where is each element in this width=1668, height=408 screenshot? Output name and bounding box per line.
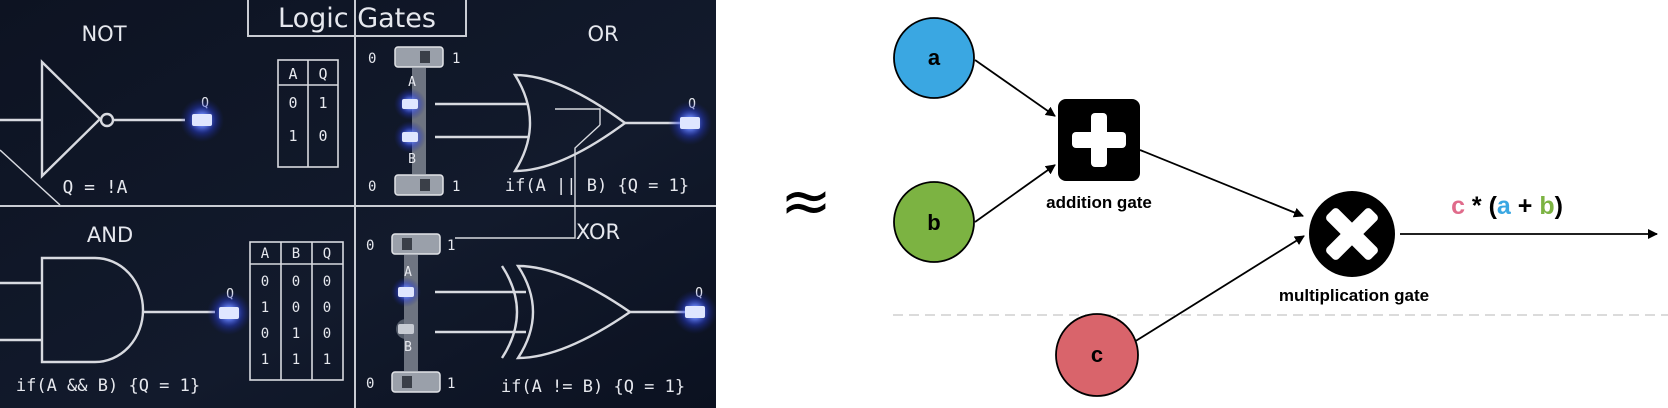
- expr-close: ): [1555, 192, 1563, 220]
- switch-a-top[interactable]: [391, 233, 441, 255]
- table-header: B: [292, 246, 300, 262]
- edge-b-to-add: [974, 164, 1056, 223]
- node-c-label: c: [1091, 342, 1103, 367]
- times-icon: [1326, 208, 1378, 260]
- xor-input-switches: 0 1 0 1 A B: [366, 233, 455, 393]
- computational-graph-diagram: ≈ a b c addition gate mul: [780, 17, 1668, 397]
- table-cell: 1: [292, 326, 300, 342]
- table-header: A: [261, 246, 270, 262]
- table-cell: 1: [323, 352, 331, 368]
- table-header: Q: [323, 246, 331, 262]
- multiplication-gate-label: multiplication gate: [1279, 286, 1429, 305]
- switch-slider: [402, 376, 412, 388]
- and-gate-label: AND: [87, 223, 133, 247]
- table-cell: 1: [261, 300, 269, 316]
- switch-label-zero: 0: [366, 376, 374, 392]
- table-cell: 0: [318, 127, 327, 145]
- expr-c: c: [1451, 192, 1465, 220]
- expr-plus: +: [1511, 192, 1540, 220]
- or-input-switches: 0 1 0 1 A B: [368, 46, 460, 196]
- switch-b-bottom[interactable]: [394, 174, 444, 196]
- table-cell: 1: [261, 352, 269, 368]
- table-header: A: [288, 65, 297, 83]
- switch-label-zero: 0: [366, 238, 374, 254]
- table-cell: 1: [292, 352, 300, 368]
- or-gate-label: OR: [587, 22, 618, 46]
- not-truth-table-grid: [277, 59, 339, 168]
- table-header: Q: [318, 65, 327, 83]
- switch-label-one: 1: [452, 51, 460, 67]
- input-led-body: [398, 324, 414, 334]
- and-output-led-body: [219, 307, 239, 319]
- switch-label-one: 1: [447, 238, 455, 254]
- board-title: Logic Gates: [278, 3, 436, 34]
- edge-add-to-mul: [1139, 149, 1304, 218]
- node-a: [893, 17, 975, 99]
- node-a-label: a: [928, 45, 941, 70]
- graph-edges: [974, 59, 1658, 343]
- board-background: [0, 0, 716, 408]
- table-cell: 1: [318, 94, 327, 112]
- switch-label-one: 1: [452, 179, 460, 195]
- not-gate-label: NOT: [81, 22, 126, 46]
- addition-gate-label: addition gate: [1046, 193, 1152, 212]
- switch-label-b: B: [408, 152, 416, 167]
- table-cell: 0: [261, 326, 269, 342]
- or-output-led-body: [680, 117, 700, 129]
- or-gate-expression: if(A || B) {Q = 1}: [505, 176, 689, 196]
- switch-label-zero: 0: [368, 179, 376, 195]
- output-expression: c * (a + b): [1451, 192, 1563, 220]
- input-led-body: [398, 287, 414, 297]
- switch-label-zero: 0: [368, 51, 376, 67]
- switch-slider: [402, 238, 412, 250]
- xor-gate-label: XOR: [576, 220, 620, 244]
- edge-c-to-mul: [1133, 235, 1305, 343]
- logic-gates-board-photo: Logic Gates NOT Q = !A Q A Q 0 1 1 0: [0, 0, 716, 408]
- not-gate-symbol: [0, 59, 185, 206]
- and-truth-table: A B Q 0 0 0 1 0 0 0 1 0 1 1 1: [261, 246, 331, 368]
- switch-label-b: B: [404, 340, 412, 355]
- expr-a: a: [1497, 192, 1512, 220]
- xor-output-led-body: [685, 306, 705, 318]
- input-led-body: [402, 99, 418, 109]
- plus-icon: [1072, 113, 1126, 167]
- table-cell: 1: [288, 127, 297, 145]
- node-b: [893, 181, 975, 263]
- expr-star: * (: [1465, 192, 1498, 220]
- table-cell: 0: [292, 300, 300, 316]
- and-gate-symbol: [0, 256, 215, 364]
- xor-gate-symbol: [435, 264, 685, 360]
- and-gate-expression: if(A && B) {Q = 1}: [16, 376, 200, 396]
- edge-a-to-add: [974, 59, 1056, 117]
- switch-a-top[interactable]: [394, 46, 444, 68]
- switch-label-one: 1: [447, 376, 455, 392]
- node-c: [1055, 313, 1139, 397]
- table-cell: 0: [288, 94, 297, 112]
- not-output-led-body: [192, 114, 212, 126]
- node-b-label: b: [927, 210, 940, 235]
- table-cell: 0: [261, 274, 269, 290]
- table-cell: 0: [292, 274, 300, 290]
- approx-symbol: ≈: [780, 164, 832, 237]
- switch-slider: [420, 51, 430, 63]
- table-cell: 0: [323, 326, 331, 342]
- table-cell: 0: [323, 300, 331, 316]
- expr-b: b: [1539, 192, 1554, 220]
- switch-b-bottom[interactable]: [391, 371, 441, 393]
- input-led-body: [402, 132, 418, 142]
- switch-label-a: A: [408, 75, 416, 90]
- table-cell: 0: [323, 274, 331, 290]
- switch-label-a: A: [404, 265, 412, 280]
- xor-gate-expression: if(A != B) {Q = 1}: [501, 377, 685, 397]
- board-grid: [0, 0, 716, 408]
- not-gate-expression: Q = !A: [62, 177, 127, 198]
- switch-slider: [420, 179, 430, 191]
- not-truth-table: A Q 0 1 1 0: [288, 65, 327, 145]
